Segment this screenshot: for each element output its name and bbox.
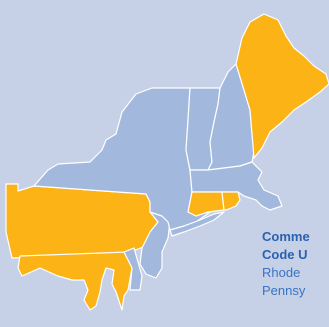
legend-title-line-1: Comme — [262, 229, 310, 244]
state-pennsylvania[interactable] — [5, 183, 159, 259]
state-delaware[interactable] — [123, 247, 143, 291]
map-legend: Comme Code U Rhode Pennsy — [262, 228, 329, 300]
legend-item-rhode[interactable]: Rhode — [262, 265, 301, 280]
state-new-york-long-island[interactable] — [169, 211, 225, 237]
legend-item-pennsy[interactable]: Pennsy — [262, 283, 306, 298]
state-maryland[interactable] — [17, 251, 133, 311]
legend-title-line-2: Code U — [262, 247, 308, 262]
state-maine[interactable] — [235, 13, 329, 159]
state-connecticut[interactable] — [187, 191, 225, 217]
state-rhode-island[interactable] — [221, 191, 241, 211]
